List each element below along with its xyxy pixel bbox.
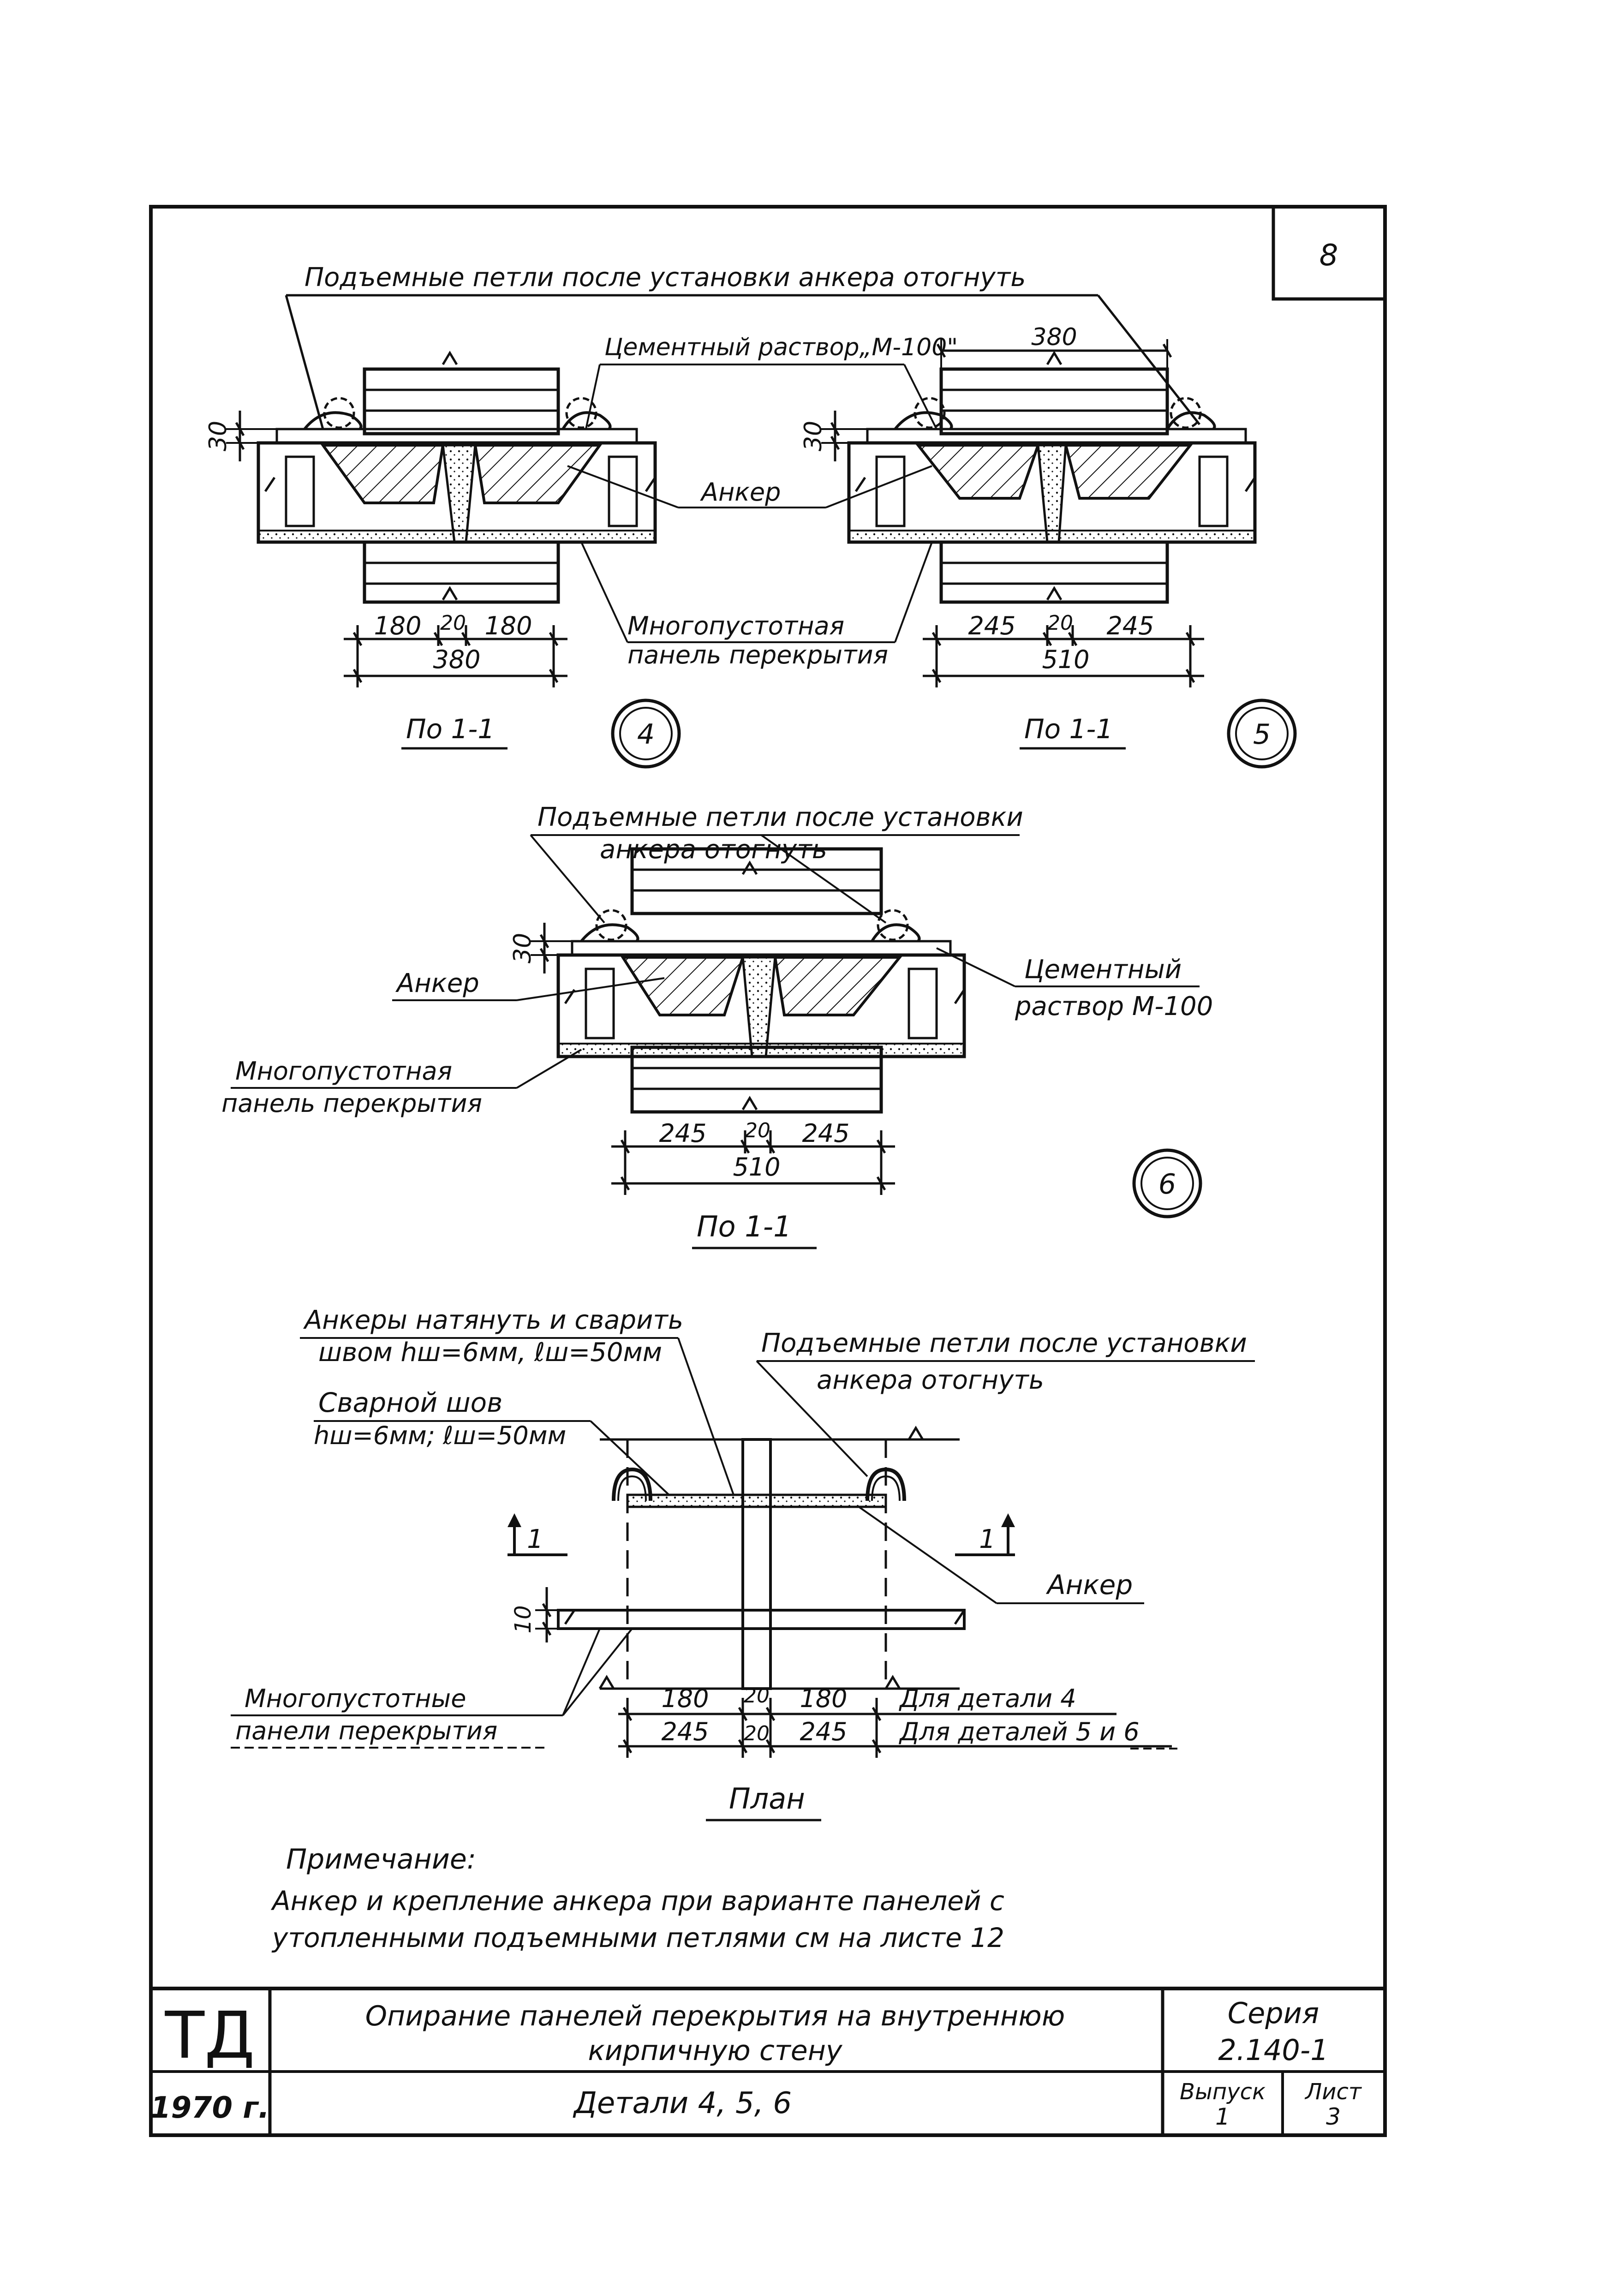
label-plan-loops-2: анкера отогнуть <box>817 1365 1044 1395</box>
svg-text:245: 245 <box>802 1119 849 1148</box>
label-panel-top-2: панель перекрытия <box>627 640 888 669</box>
svg-text:30: 30 <box>204 421 232 451</box>
svg-text:30: 30 <box>509 933 537 963</box>
label-panel6-1: Многопустотная <box>235 1057 452 1086</box>
title-line-2: кирпичную стену <box>588 2035 843 2067</box>
svg-text:180: 180 <box>661 1684 709 1713</box>
detail-5-section <box>847 351 1257 604</box>
dims-d4: 180 20 180 380 <box>344 611 567 687</box>
label-panel-top-1: Многопустотная <box>627 611 844 640</box>
detail-marker-4 <box>611 699 681 769</box>
label-anchors-weld-1: Анкеры натянуть и сварить <box>303 1305 683 1335</box>
svg-text:4: 4 <box>637 718 655 751</box>
svg-text:1: 1 <box>979 1524 996 1554</box>
section-title-d4: По 1-1 <box>406 713 495 745</box>
svg-text:510: 510 <box>1042 645 1089 674</box>
dim-30-d4: 30 <box>204 411 281 461</box>
label-loops6-2: анкера отогнуть <box>600 835 827 865</box>
title-line-1: Опирание панелей перекрытия на внутренню… <box>365 2000 1065 2032</box>
year: 1970 г. <box>150 2091 269 2125</box>
section-title-d6: По 1-1 <box>697 1210 792 1243</box>
section-mark-right: 1 <box>955 1513 1015 1556</box>
issue-label: Выпуск <box>1180 2079 1266 2105</box>
note-line-1: Анкер и крепление анкера при варианте па… <box>270 1885 1004 1917</box>
dims-d6: 245 20 245 510 <box>611 1119 895 1195</box>
dims-d5: 245 20 245 510 <box>923 611 1204 687</box>
label-cement6-2: раствор М-100 <box>1015 991 1213 1021</box>
detail-6-section <box>556 847 966 1114</box>
detail-marker-5 <box>1227 699 1297 769</box>
page-number: 8 <box>1320 239 1338 273</box>
series-label: Серия <box>1228 1996 1319 2030</box>
label-panel6-2: панель перекрытия <box>221 1089 482 1118</box>
dim-10-plan: 10 <box>510 1587 572 1642</box>
svg-text:6: 6 <box>1158 1168 1176 1200</box>
label-cement6-1: Цементный <box>1024 955 1182 985</box>
dim-380-d5: 380 <box>937 323 1171 369</box>
svg-text:1: 1 <box>527 1524 543 1554</box>
svg-text:380: 380 <box>433 645 480 674</box>
note-line-2: утопленными подъемными петлями см на лис… <box>271 1922 1004 1953</box>
page-number-box <box>1272 205 1387 301</box>
svg-text:245: 245 <box>659 1119 706 1148</box>
section-mark-left: 1 <box>508 1513 567 1556</box>
label-plan-loops-1: Подъемные петли после установки <box>761 1328 1247 1358</box>
sheet-frame <box>149 205 1387 2137</box>
section-title-d5: По 1-1 <box>1024 713 1113 745</box>
plan-title: План <box>729 1782 805 1815</box>
svg-text:180: 180 <box>374 611 421 640</box>
label-panels-plural-1: Многопустотные <box>245 1684 466 1713</box>
svg-text:510: 510 <box>733 1152 780 1182</box>
label-anchor-d6: Анкер <box>395 968 479 998</box>
issue-value: 1 <box>1215 2103 1230 2130</box>
dim-30-d6: 30 <box>509 923 577 973</box>
detail-4-section <box>257 351 657 604</box>
svg-text:245: 245 <box>800 1717 847 1746</box>
svg-text:180: 180 <box>484 611 532 640</box>
sheet-value: 3 <box>1326 2103 1341 2130</box>
label-weld-seam-2: hш=6мм; ℓш=50мм <box>314 1421 566 1450</box>
svg-text:10: 10 <box>510 1605 536 1633</box>
dims-plan: 180 20 180 245 20 245 Для детали 4 Для д… <box>618 1684 1181 1758</box>
subtitle: Детали 4, 5, 6 <box>573 2086 792 2120</box>
svg-text:20: 20 <box>744 1684 770 1708</box>
label-anchor-top: Анкер <box>700 478 781 507</box>
series-value: 2.140-1 <box>1218 2033 1328 2067</box>
detail-marker-6 <box>1132 1148 1202 1218</box>
svg-text:245: 245 <box>661 1717 709 1746</box>
dim-30-d5: 30 <box>800 411 872 461</box>
svg-text:20: 20 <box>745 1119 770 1142</box>
svg-text:5: 5 <box>1253 718 1271 751</box>
title-block: ТД 1970 г. Опирание панелей перекрытия н… <box>150 1987 1385 2135</box>
label-loops6-1: Подъемные петли после установки <box>537 802 1023 832</box>
note-title: Примечание: <box>286 1843 476 1875</box>
svg-text:20: 20 <box>744 1722 770 1745</box>
label-anchor-plan: Анкер <box>1045 1569 1133 1600</box>
svg-text:180: 180 <box>800 1684 847 1713</box>
svg-text:20: 20 <box>440 611 466 635</box>
svg-text:380: 380 <box>1031 323 1077 351</box>
sheet-label: Лист <box>1304 2079 1362 2105</box>
plan-view <box>557 1426 966 1690</box>
label-for-details-5-6: Для деталей 5 и 6 <box>899 1717 1140 1746</box>
label-cement-mortar: Цементный раствор„М-100" <box>604 334 958 361</box>
label-anchors-weld-2: швом hш=6мм, ℓш=50мм <box>318 1338 662 1367</box>
td-logo: ТД <box>165 1998 255 2073</box>
svg-text:245: 245 <box>1106 611 1154 640</box>
label-panels-plural-2: панели перекрытия <box>235 1716 497 1745</box>
label-for-detail-4: Для детали 4 <box>899 1684 1076 1713</box>
label-top-loops: Подъемные петли после установки анкера о… <box>304 263 1026 293</box>
label-weld-seam-1: Сварной шов <box>318 1387 502 1418</box>
svg-text:245: 245 <box>968 611 1015 640</box>
svg-text:20: 20 <box>1047 611 1073 635</box>
svg-text:30: 30 <box>800 421 827 451</box>
